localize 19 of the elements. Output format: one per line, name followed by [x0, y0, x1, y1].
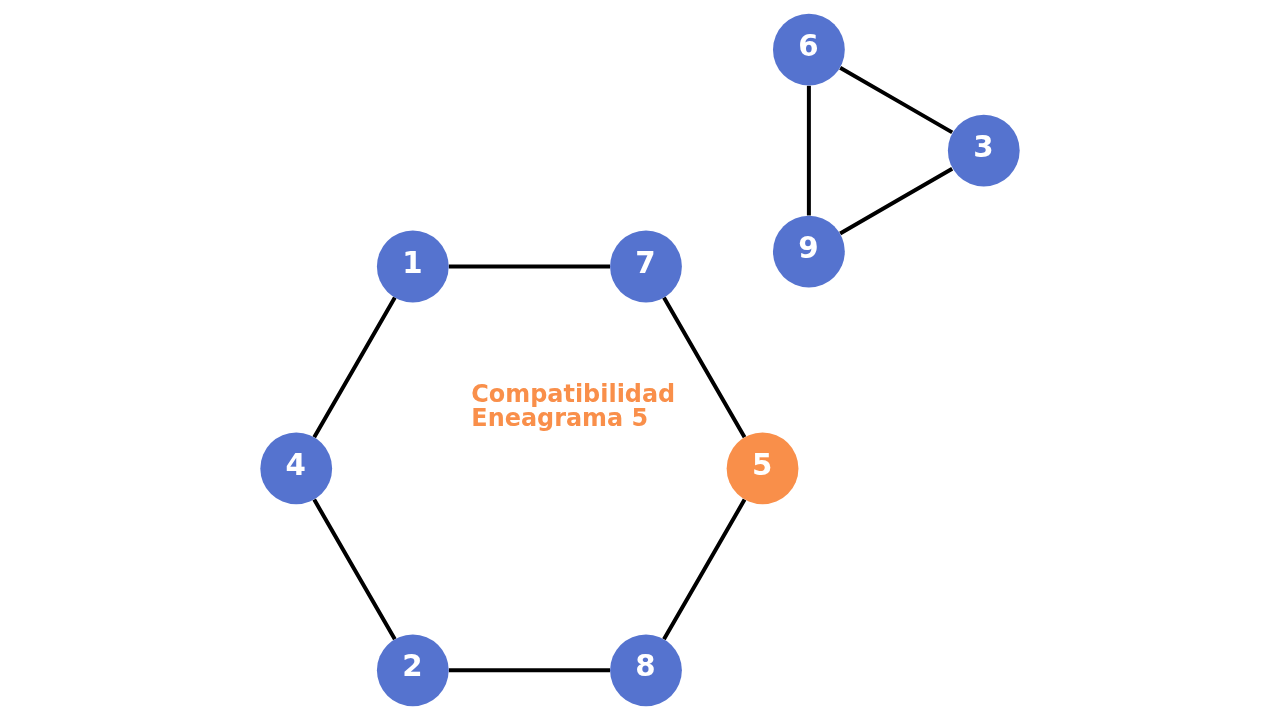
node-circle: 8 [610, 634, 682, 707]
node-circle: 9 [773, 215, 845, 288]
connector [662, 296, 747, 439]
node-circle: 6 [773, 13, 845, 86]
connector [312, 296, 397, 439]
node-circle: 7 [610, 230, 682, 303]
connector [662, 498, 747, 641]
node-label: Compatibilidad Eneagrama 5 [471, 380, 676, 433]
node-circle: 2 [376, 634, 449, 707]
node-circle: 5 [726, 432, 799, 505]
connector [806, 85, 811, 216]
connector [839, 167, 954, 236]
connector [448, 668, 611, 673]
node-circle: 3 [947, 114, 1020, 187]
node-circle: 1 [376, 230, 449, 303]
connector [839, 65, 954, 135]
connector [312, 498, 397, 641]
node-circle: 4 [260, 432, 333, 505]
connector [448, 264, 610, 269]
